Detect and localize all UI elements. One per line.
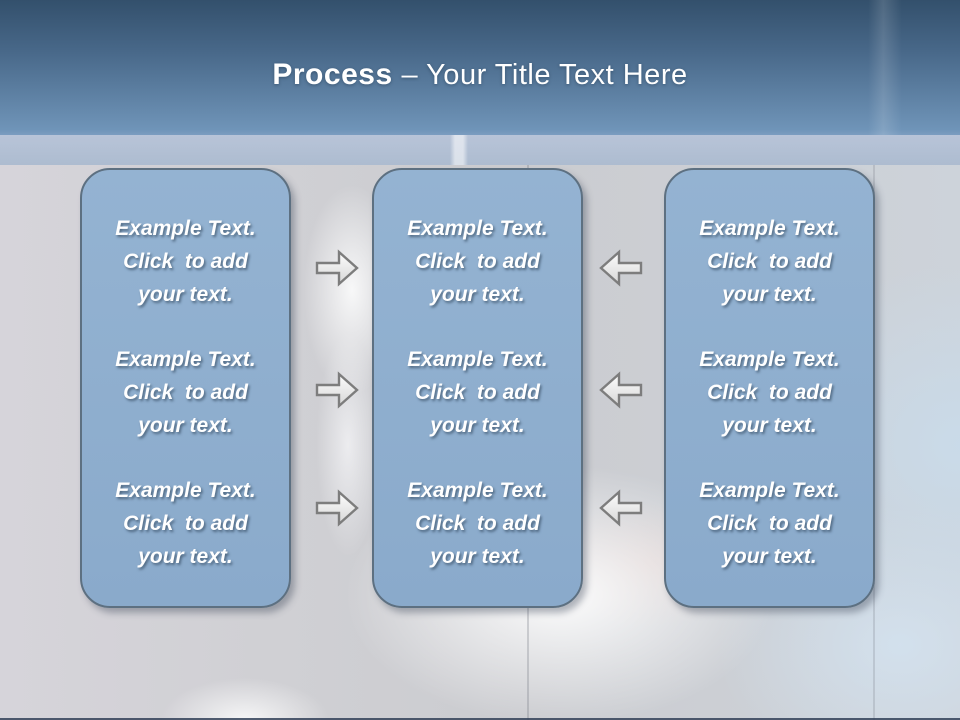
placeholder-line: your text. [722,414,817,437]
text-placeholder[interactable]: Example Text. Click to add your text. [407,343,547,442]
placeholder-line: Example Text. [407,348,548,371]
placeholder-line: Click to add [123,381,248,404]
process-box-right[interactable]: Example Text. Click to add your text. Ex… [664,168,875,608]
slide-title[interactable]: Process – Your Title Text Here [272,58,687,92]
text-placeholder[interactable]: Example Text. Click to add your text. [699,212,839,311]
process-box-left[interactable]: Example Text. Click to add your text. Ex… [80,168,291,608]
placeholder-line: Click to add [707,512,832,535]
text-placeholder[interactable]: Example Text. Click to add your text. [115,474,255,573]
background-photo-streak [868,0,902,135]
text-placeholder[interactable]: Example Text. Click to add your text. [699,474,839,573]
text-placeholder[interactable]: Example Text. Click to add your text. [407,474,547,573]
placeholder-line: Click to add [707,250,832,273]
arrow-left-icon[interactable] [599,489,643,527]
placeholder-line: Click to add [415,250,540,273]
placeholder-line: your text. [138,545,233,568]
title-keyword: Process [272,57,402,91]
placeholder-line: Click to add [707,381,832,404]
placeholder-line: Example Text. [115,348,256,371]
placeholder-line: Click to add [123,250,248,273]
placeholder-line: Example Text. [115,217,256,240]
header-accent-band [0,135,960,165]
placeholder-line: your text. [722,545,817,568]
placeholder-line: your text. [722,283,817,306]
arrow-left-icon[interactable] [599,371,643,409]
placeholder-line: your text. [430,283,525,306]
placeholder-line: Click to add [415,512,540,535]
slide-bottom-edge [0,718,960,720]
placeholder-line: your text. [430,545,525,568]
arrow-right-icon[interactable] [315,489,359,527]
slide-body: Example Text. Click to add your text. Ex… [0,165,960,720]
slide-header: Process – Your Title Text Here [0,0,960,135]
placeholder-line: Example Text. [407,217,548,240]
text-placeholder[interactable]: Example Text. Click to add your text. [115,343,255,442]
title-subtitle: – Your Title Text Here [401,58,688,91]
arrow-left-icon[interactable] [599,249,643,287]
arrow-right-icon[interactable] [315,371,359,409]
process-box-center[interactable]: Example Text. Click to add your text. Ex… [372,168,583,608]
placeholder-line: Example Text. [699,217,840,240]
placeholder-line: Click to add [123,512,248,535]
placeholder-line: your text. [138,414,233,437]
text-placeholder[interactable]: Example Text. Click to add your text. [407,212,547,311]
placeholder-line: your text. [430,414,525,437]
text-placeholder[interactable]: Example Text. Click to add your text. [115,212,255,311]
placeholder-line: Example Text. [699,479,840,502]
arrow-right-icon[interactable] [315,249,359,287]
placeholder-line: your text. [138,283,233,306]
placeholder-line: Example Text. [115,479,256,502]
placeholder-line: Example Text. [699,348,840,371]
text-placeholder[interactable]: Example Text. Click to add your text. [699,343,839,442]
placeholder-line: Example Text. [407,479,548,502]
placeholder-line: Click to add [415,381,540,404]
